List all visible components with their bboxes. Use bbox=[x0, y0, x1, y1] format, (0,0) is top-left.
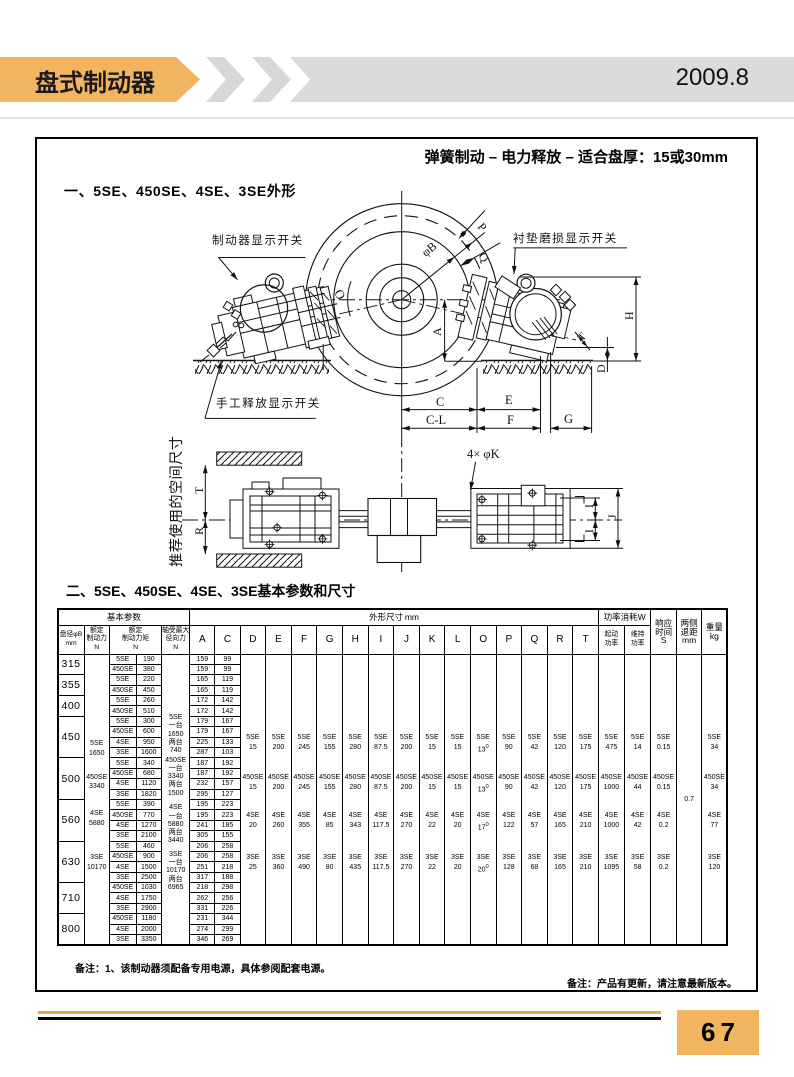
svg-text:衬垫磨损显示开关: 衬垫磨损显示开关 bbox=[513, 231, 618, 245]
svg-text:F: F bbox=[507, 413, 514, 427]
svg-text:制动器显示开关: 制动器显示开关 bbox=[212, 233, 304, 247]
svg-text:J: J bbox=[605, 514, 619, 519]
svg-text:4× φK: 4× φK bbox=[467, 447, 500, 461]
svg-text:A: A bbox=[430, 327, 444, 336]
svg-text:I: I bbox=[584, 504, 596, 508]
svg-text:I: I bbox=[584, 529, 596, 533]
svg-text:手工释放显示开关: 手工释放显示开关 bbox=[216, 396, 321, 410]
svg-text:D: D bbox=[594, 364, 608, 373]
svg-text:R: R bbox=[192, 527, 206, 535]
svg-text:Q: Q bbox=[476, 250, 493, 265]
svg-text:T: T bbox=[192, 486, 206, 494]
svg-text:P: P bbox=[475, 220, 490, 234]
svg-text:C-L: C-L bbox=[426, 413, 446, 427]
svg-text:H: H bbox=[622, 311, 636, 320]
svg-text:φB: φB bbox=[419, 239, 439, 259]
svg-text:C: C bbox=[436, 395, 444, 409]
svg-text:E: E bbox=[505, 393, 513, 407]
svg-text:推荐使用的空间尺寸: 推荐使用的空间尺寸 bbox=[168, 436, 185, 567]
svg-text:T: T bbox=[576, 330, 590, 343]
svg-text:G: G bbox=[564, 412, 573, 426]
